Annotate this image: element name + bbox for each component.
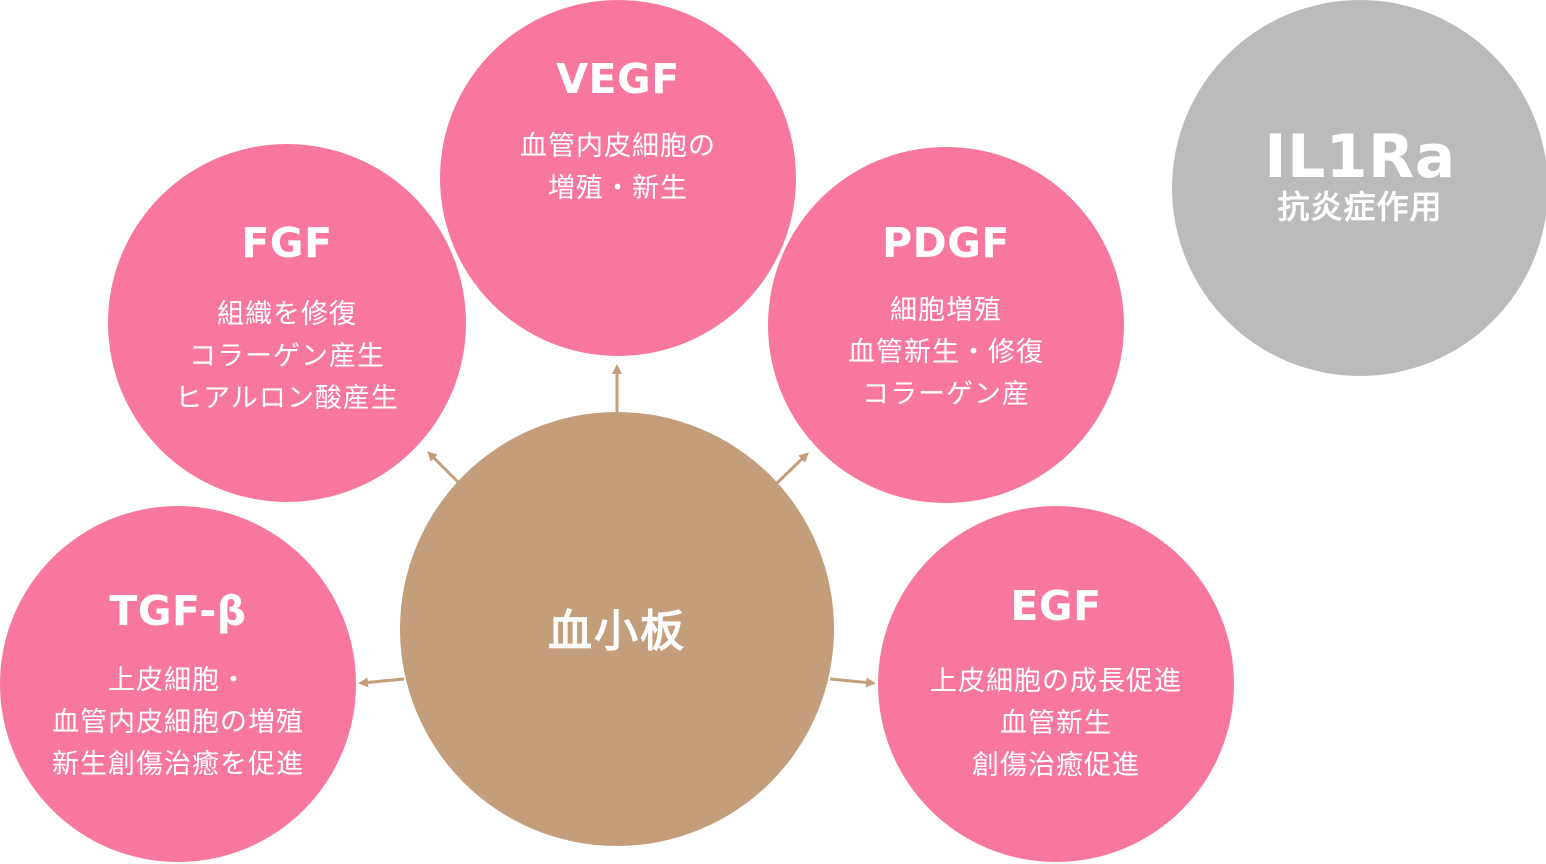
- vegf-line: 増殖・新生: [548, 172, 688, 204]
- egf-line: 上皮細胞の成長促進: [930, 665, 1182, 697]
- platelet-circle: 血小板: [400, 412, 834, 846]
- vegf-circle: VEGF 血管内皮細胞の 増殖・新生: [440, 0, 796, 356]
- vegf-description: 血管内皮細胞の 増殖・新生: [520, 126, 716, 210]
- arrow-to-fgf: [427, 451, 462, 486]
- tgf-beta-description: 上皮細胞・ 血管内皮細胞の増殖 新生創傷治癒を促進: [52, 660, 304, 786]
- tgf-beta-line: 血管内皮細胞の増殖: [52, 706, 304, 738]
- egf-title: EGF: [1010, 582, 1102, 631]
- arrow-to-egf: [829, 677, 876, 688]
- egf-description: 上皮細胞の成長促進 血管新生 創傷治癒促進: [930, 661, 1182, 787]
- pdgf-title: PDGF: [882, 219, 1010, 268]
- arrow-to-pdgf: [774, 452, 809, 486]
- il1ra-title: IL1Ra: [1264, 122, 1456, 193]
- tgf-beta-line: 新生創傷治癒を促進: [52, 748, 304, 780]
- egf-circle: EGF 上皮細胞の成長促進 血管新生 創傷治癒促進: [878, 506, 1234, 862]
- tgf-beta-title: TGF-β: [109, 587, 247, 636]
- fgf-description: 組織を修復 コラーゲン産生 ヒアルロン酸産生: [175, 294, 399, 420]
- pdgf-description: 細胞増殖 血管新生・修復 コラーゲン産: [848, 290, 1044, 416]
- vegf-title: VEGF: [556, 55, 680, 104]
- fgf-line: 組織を修復: [216, 298, 357, 330]
- egf-line: 創傷治癒促進: [972, 749, 1140, 781]
- fgf-circle: FGF 組織を修復 コラーゲン産生 ヒアルロン酸産生: [108, 144, 466, 502]
- fgf-title: FGF: [241, 219, 333, 268]
- pdgf-line: 血管新生・修復: [848, 336, 1044, 368]
- il1ra-subtitle: 抗炎症作用: [1277, 188, 1443, 227]
- pdgf-circle: PDGF 細胞増殖 血管新生・修復 コラーゲン産: [768, 147, 1124, 503]
- pdgf-line: 細胞増殖: [890, 294, 1002, 326]
- tgf-beta-line: 上皮細胞・: [108, 664, 248, 696]
- pdgf-line: コラーゲン産: [862, 378, 1030, 410]
- egf-line: 血管新生: [1000, 707, 1112, 739]
- arrow-to-tgf: [358, 677, 405, 688]
- fgf-line: コラーゲン産生: [188, 340, 385, 372]
- il1ra-circle: IL1Ra 抗炎症作用: [1172, 0, 1546, 376]
- vegf-line: 血管内皮細胞の: [520, 130, 716, 162]
- tgf-beta-circle: TGF-β 上皮細胞・ 血管内皮細胞の増殖 新生創傷治癒を促進: [0, 506, 356, 862]
- platelet-label: 血小板: [548, 606, 686, 657]
- fgf-line: ヒアルロン酸産生: [175, 382, 399, 414]
